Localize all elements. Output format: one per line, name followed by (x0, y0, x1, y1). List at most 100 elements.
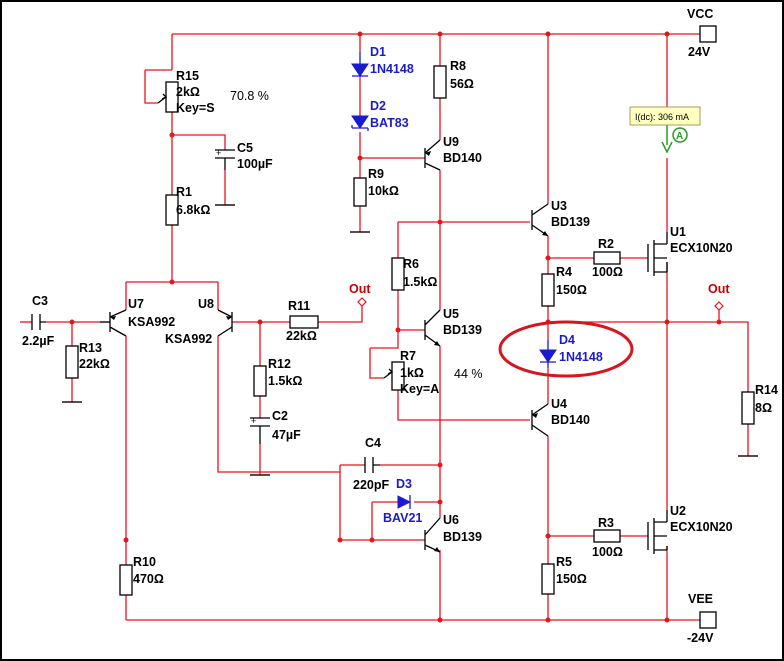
r10-ref: R10 (133, 555, 156, 569)
r10-body (119, 564, 133, 596)
d2-value: BAT83 (370, 116, 409, 130)
u5-value: BD139 (443, 323, 482, 337)
ammeter-tooltip (629, 106, 701, 126)
u9-value: BD140 (443, 151, 482, 165)
u8-ref: U8 (198, 297, 214, 311)
vcc-terminal (699, 25, 717, 43)
r9-value: 10kΩ (368, 184, 399, 198)
grounds (62, 204, 758, 476)
out-label-right: Out (708, 282, 730, 296)
r4-value: 150Ω (556, 283, 587, 297)
vee-value: -24V (687, 631, 714, 645)
u6-value: BD139 (443, 530, 482, 544)
r3-body (593, 529, 621, 543)
d1-ref: D1 (370, 45, 386, 59)
u6-ref: U6 (443, 513, 459, 527)
r13-ref: R13 (79, 341, 102, 355)
r1-value: 6.8kΩ (176, 203, 210, 217)
r12-body (253, 365, 267, 397)
u1-ref: U1 (670, 225, 686, 239)
vcc-value: 24V (688, 45, 711, 59)
u9-ref: U9 (443, 135, 459, 149)
r7-setting: 44 % (454, 367, 483, 381)
r3-ref: R3 (598, 516, 614, 530)
r14-ref: R14 (755, 383, 778, 397)
r3-value: 100Ω (592, 545, 623, 559)
u3-value: BD139 (551, 215, 590, 229)
u4-value: BD140 (551, 413, 590, 427)
labels: VCC 24V VEE -24V R15 2kΩ Key=S 70.8 % C5… (22, 7, 778, 645)
c4-value: 220pF (353, 478, 389, 492)
c2-value: 47µF (272, 428, 301, 442)
r2-ref: R2 (598, 237, 614, 251)
ammeter-reading: I(dc): 306 mA (635, 112, 689, 122)
r13-body (65, 345, 79, 379)
r15-key: Key=S (176, 101, 215, 115)
r6-ref: R6 (403, 257, 419, 271)
r8-ref: R8 (450, 59, 466, 73)
u8-value: KSA992 (165, 332, 212, 346)
vcc-label: VCC (687, 7, 713, 21)
r15-value: 2kΩ (176, 85, 200, 99)
ammeter-probe[interactable]: A I(dc): 306 mA (629, 106, 701, 154)
out-label-left: Out (349, 282, 371, 296)
u5-ref: U5 (443, 307, 459, 321)
u1-value: ECX10N20 (670, 241, 733, 255)
c3-ref: C3 (32, 294, 48, 308)
diodes (351, 52, 557, 509)
r12-ref: R12 (268, 357, 291, 371)
u2-ref: U2 (670, 504, 686, 518)
r15-setting: 70.8 % (230, 89, 269, 103)
r14-value: 8Ω (755, 401, 772, 415)
highlight-ellipse (498, 320, 634, 378)
r13-value: 22kΩ (79, 357, 110, 371)
c5-value: 100µF (237, 157, 273, 171)
r11-body (289, 315, 319, 329)
d4-value: 1N4148 (559, 350, 603, 364)
r9-body (353, 177, 367, 207)
svg-text:+: + (251, 416, 256, 426)
r1-body (165, 194, 179, 226)
capacitors: + + (31, 148, 380, 473)
r14-body (741, 391, 755, 425)
r8-body (433, 65, 447, 99)
d4-ref: D4 (559, 333, 575, 347)
d1-value: 1N4148 (370, 62, 414, 76)
d3-value: BAV21 (383, 511, 422, 525)
u7-value: KSA992 (128, 315, 175, 329)
out-probe-left (357, 297, 367, 307)
vee-label: VEE (688, 592, 713, 606)
r5-value: 150Ω (556, 572, 587, 586)
r15-ref: R15 (176, 69, 199, 83)
u7-ref: U7 (128, 297, 144, 311)
r4-body (541, 273, 555, 307)
r6-value: 1.5kΩ (403, 275, 437, 289)
r2-value: 100Ω (592, 265, 623, 279)
u4-ref: U4 (551, 397, 567, 411)
r10-value: 470Ω (133, 572, 164, 586)
c2-ref: C2 (272, 409, 288, 423)
r9-ref: R9 (368, 167, 384, 181)
r11-value: 22kΩ (286, 329, 317, 343)
r6-body (391, 257, 405, 291)
transistors (100, 139, 668, 554)
ammeter-symbol: A (676, 131, 683, 142)
r7-key: Key=A (400, 382, 439, 396)
r5-body (541, 563, 555, 595)
c4-ref: C4 (365, 436, 381, 450)
vee-terminal (699, 611, 717, 629)
d2-ref: D2 (370, 99, 386, 113)
r2-body (593, 251, 621, 265)
r1-ref: R1 (176, 185, 192, 199)
r11-ref: R11 (288, 299, 310, 313)
u2-value: ECX10N20 (670, 520, 733, 534)
resistors (65, 65, 755, 596)
r7-body (391, 361, 405, 391)
c5-ref: C5 (237, 141, 253, 155)
svg-text:+: + (216, 148, 221, 158)
r4-ref: R4 (556, 265, 572, 279)
c3-value: 2.2µF (22, 334, 55, 348)
r7-ref: R7 (400, 349, 416, 363)
